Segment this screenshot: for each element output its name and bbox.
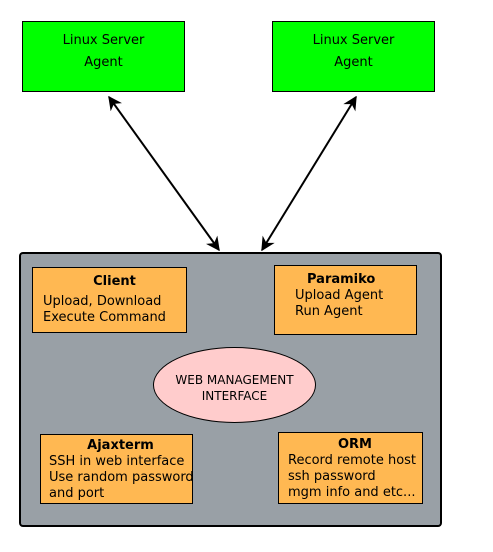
agent-box-left: Linux Server Agent	[22, 21, 185, 92]
ajaxterm-line-3: and port	[49, 486, 105, 501]
orm-box: ORM Record remote host ssh password mgm …	[278, 432, 423, 504]
center-line-1: WEB MANAGEMENT	[175, 373, 294, 387]
center-line-2: INTERFACE	[201, 389, 268, 403]
orm-title: ORM	[338, 437, 372, 452]
arrow-right-agent	[261, 95, 357, 252]
arrow-left-agent	[108, 95, 220, 252]
agent-box-right: Linux Server Agent	[272, 21, 435, 92]
ajaxterm-title: Ajaxterm	[87, 438, 154, 453]
agent-left-line2: Agent	[84, 55, 123, 70]
agent-right-line2: Agent	[334, 55, 373, 70]
ajaxterm-line-1: SSH in web interface	[49, 454, 185, 469]
client-title: Client	[93, 274, 136, 289]
paramiko-line-1: Upload Agent	[295, 288, 384, 303]
agent-right-line1: Linux Server	[312, 33, 395, 48]
paramiko-title: Paramiko	[307, 272, 376, 287]
client-line-2: Execute Command	[43, 310, 166, 325]
client-box: Client Upload, Download Execute Command	[32, 267, 187, 333]
paramiko-box: Paramiko Upload Agent Run Agent	[274, 265, 417, 335]
ajaxterm-box: Ajaxterm SSH in web interface Use random…	[40, 434, 194, 504]
agent-left-line1: Linux Server	[62, 33, 145, 48]
client-line-1: Upload, Download	[43, 294, 162, 309]
web-management-interface: WEB MANAGEMENT INTERFACE	[153, 347, 316, 423]
paramiko-line-2: Run Agent	[295, 304, 363, 319]
orm-line-1: Record remote host	[288, 453, 417, 468]
orm-line-2: ssh password	[288, 469, 376, 484]
orm-line-3: mgm info and etc...	[288, 485, 416, 500]
ajaxterm-line-2: Use random password	[49, 470, 194, 485]
